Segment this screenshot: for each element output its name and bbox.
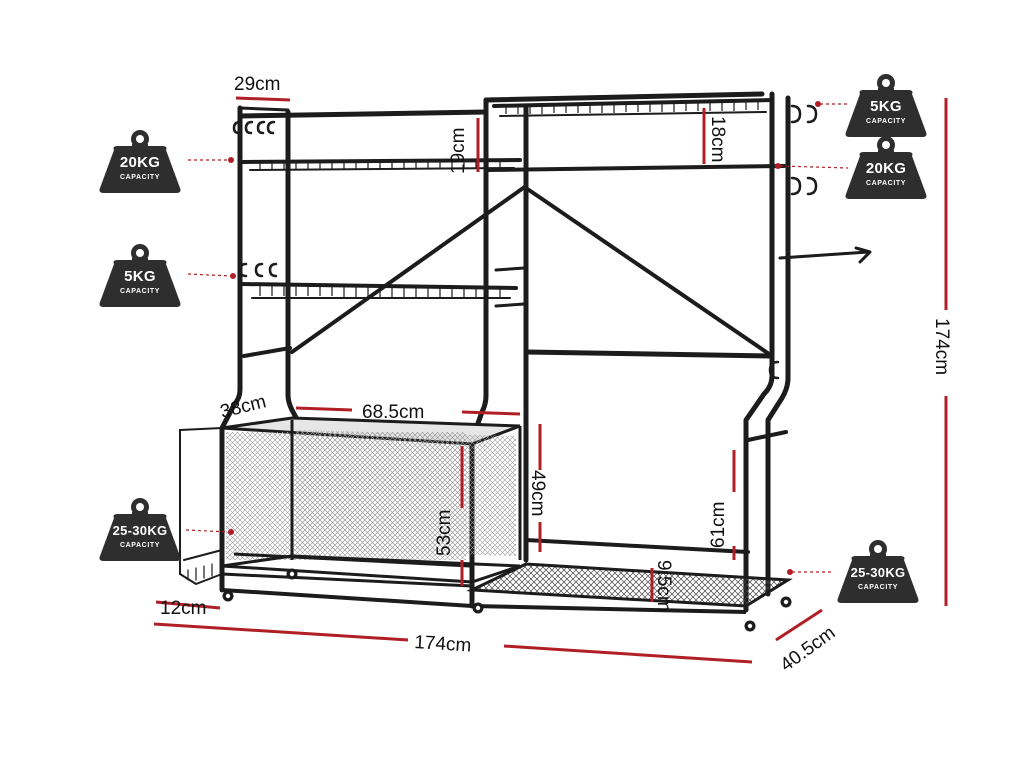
dimension-lines bbox=[153, 96, 948, 664]
mesh-storage-basket bbox=[221, 416, 522, 608]
dim-basket-height: 53cm bbox=[434, 510, 455, 556]
weight-badge-5kg-left: 5KG CAPACITY bbox=[99, 244, 181, 307]
svg-text:CAPACITY: CAPACITY bbox=[120, 174, 160, 181]
dim-side-basket: 12cm bbox=[160, 598, 206, 619]
weight-badge-25-30kg-right: 25-30KG CAPACITY bbox=[837, 540, 919, 603]
top-basket-ticks bbox=[505, 100, 759, 114]
svg-text:CAPACITY: CAPACITY bbox=[858, 584, 898, 591]
dim-top-depth: 29cm bbox=[234, 74, 280, 95]
dim-depth-total: 40.5cm bbox=[777, 622, 840, 676]
dim-right-shelf-gap: 18cm bbox=[707, 116, 728, 162]
svg-text:5KG: 5KG bbox=[124, 268, 156, 285]
svg-text:CAPACITY: CAPACITY bbox=[120, 542, 160, 549]
weight-badge-20kg-left: 20KG CAPACITY bbox=[99, 130, 181, 193]
weight-badge-5kg-right: 5KG CAPACITY bbox=[845, 74, 927, 137]
dim-basket-depth: 38cm bbox=[218, 391, 268, 423]
dim-left-shelf-gap: 19cm bbox=[448, 128, 469, 174]
svg-text:CAPACITY: CAPACITY bbox=[866, 180, 906, 187]
rack-right-unit bbox=[469, 91, 872, 613]
svg-text:25-30KG: 25-30KG bbox=[113, 523, 168, 538]
svg-text:5KG: 5KG bbox=[870, 98, 902, 115]
weight-badge-20kg-right: 20KG CAPACITY bbox=[845, 136, 927, 199]
shelf-wire-ticks bbox=[259, 161, 501, 298]
weight-badge-25-30kg-left: 25-30KG CAPACITY bbox=[99, 498, 181, 561]
dim-hanger-height: 61cm bbox=[708, 502, 729, 548]
svg-text:20KG: 20KG bbox=[866, 160, 906, 177]
svg-text:20KG: 20KG bbox=[120, 154, 160, 171]
capacity-callout-lines bbox=[185, 101, 849, 575]
bottom-mesh-tray bbox=[466, 562, 793, 614]
dim-bottom-shelf-height: 9.5cm bbox=[653, 560, 674, 612]
dim-basket-open-height: 49cm bbox=[527, 470, 548, 516]
dim-width-total: 174cm bbox=[414, 632, 472, 657]
svg-text:25-30KG: 25-30KG bbox=[851, 565, 906, 580]
svg-text:CAPACITY: CAPACITY bbox=[866, 118, 906, 125]
dim-basket-width: 68.5cm bbox=[362, 402, 424, 423]
dim-height-total: 174cm bbox=[931, 318, 952, 375]
svg-text:CAPACITY: CAPACITY bbox=[120, 288, 160, 295]
side-wire-basket bbox=[179, 427, 223, 585]
